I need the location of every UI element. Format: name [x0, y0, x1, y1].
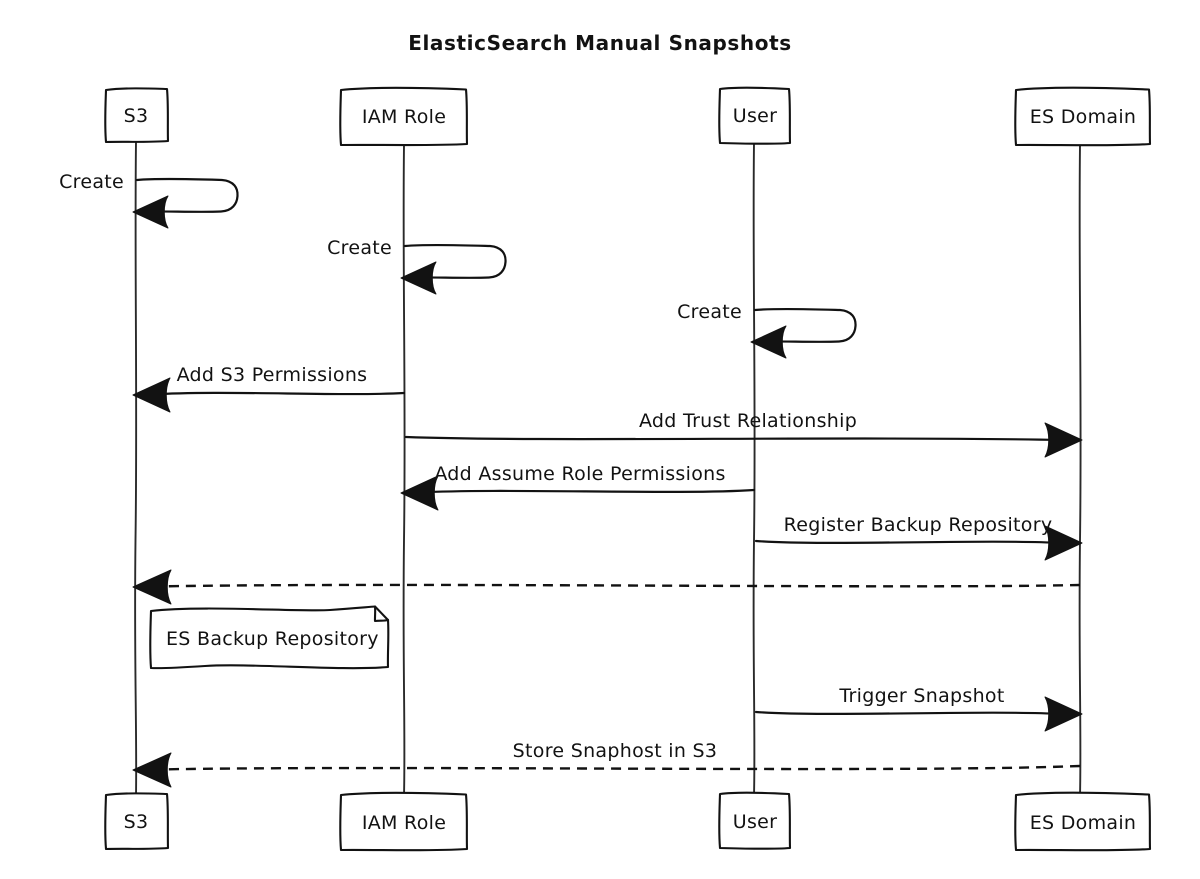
note-box-shape: [149, 605, 390, 670]
lifeline-s3: [134, 141, 138, 797]
note-folded-corner: [373, 605, 390, 623]
message-label: Create: [677, 301, 742, 323]
participant-box-shape: [339, 791, 469, 852]
participant-box-shape: [104, 87, 170, 144]
participant-box-s3-bottom[interactable]: S3: [104, 792, 170, 851]
participant-label-user: User: [733, 105, 778, 127]
participant-box-shape: [1014, 791, 1152, 852]
participant-box-shape: [718, 791, 792, 850]
arrow-head-right: [1044, 422, 1083, 458]
message-label: Add Trust Relationship: [639, 410, 857, 432]
message-label: Create: [59, 171, 124, 193]
participant-label-s3: S3: [124, 811, 149, 833]
message-es-to-s3-dashed-return[interactable]: [132, 569, 1081, 605]
arrow-head-right: [1044, 696, 1083, 732]
message-store-snapshot-in-s3[interactable]: Store Snaphost in S3: [132, 740, 1081, 788]
participant-box-shape: [1014, 86, 1152, 147]
participant-box-s3-top[interactable]: S3: [104, 87, 170, 144]
participant-boxes-top: S3 IAM Role User ES Domain: [104, 86, 1152, 147]
arrow-head-left: [132, 195, 169, 229]
arrow-head-left: [132, 569, 172, 605]
message-line: [150, 391, 406, 396]
message-self-loop-s3-create[interactable]: Create: [59, 171, 239, 229]
note-label: ES Backup Repository: [166, 628, 379, 650]
participant-label-s3: S3: [124, 105, 149, 127]
message-line: [754, 539, 1064, 545]
participant-box-shape: [104, 792, 170, 851]
diagram-title: ElasticSearch Manual Snapshots: [408, 31, 792, 55]
participant-label-user: User: [733, 811, 778, 833]
message-add-trust-relationship[interactable]: Add Trust Relationship: [404, 410, 1083, 458]
message-label: Add Assume Role Permissions: [434, 463, 725, 485]
participant-box-es-top[interactable]: ES Domain: [1014, 86, 1152, 147]
message-add-assume-role-permissions[interactable]: Add Assume Role Permissions: [400, 463, 756, 511]
message-line-dashed: [154, 583, 1081, 588]
arrow-head-left: [750, 325, 787, 359]
message-add-s3-permissions[interactable]: Add S3 Permissions: [132, 364, 406, 413]
message-line: [404, 435, 1064, 442]
participant-boxes-bottom: S3 IAM Role User ES Domain: [104, 791, 1152, 852]
lifeline-es: [1078, 144, 1082, 797]
message-line: [754, 710, 1064, 716]
participant-box-shape: [718, 86, 792, 145]
participant-box-user-bottom[interactable]: User: [718, 791, 792, 850]
self-loop-path: [753, 307, 857, 343]
arrow-head-left: [400, 475, 439, 511]
message-register-backup-repository[interactable]: Register Backup Repository: [754, 514, 1083, 561]
message-trigger-snapshot[interactable]: Trigger Snapshot: [754, 685, 1083, 732]
self-loop-path: [135, 177, 239, 213]
message-line: [418, 488, 756, 494]
message-label: Register Backup Repository: [784, 514, 1053, 536]
participant-box-shape: [339, 86, 469, 147]
lifeline-iam: [402, 144, 406, 797]
arrow-head-left: [132, 377, 171, 413]
arrow-head-left: [400, 261, 437, 295]
message-label: Store Snaphost in S3: [513, 740, 718, 762]
participant-label-iam: IAM Role: [362, 106, 446, 128]
message-self-loop-user-create[interactable]: Create: [677, 301, 857, 359]
participant-label-es: ES Domain: [1030, 106, 1137, 128]
lifeline-user: [752, 142, 756, 797]
lifelines-group: [134, 141, 1082, 797]
message-label: Create: [327, 237, 392, 259]
message-label: Add S3 Permissions: [177, 364, 368, 386]
note-es-backup-repository[interactable]: ES Backup Repository: [149, 605, 390, 670]
message-self-loop-iam-create[interactable]: Create: [327, 237, 507, 295]
participant-label-es: ES Domain: [1030, 812, 1137, 834]
participant-box-iam-top[interactable]: IAM Role: [339, 86, 469, 147]
arrow-head-right: [1044, 525, 1083, 561]
participant-box-es-bottom[interactable]: ES Domain: [1014, 791, 1152, 852]
self-loop-path: [403, 243, 507, 279]
message-label: Trigger Snapshot: [838, 685, 1004, 707]
participant-label-iam: IAM Role: [362, 812, 446, 834]
message-line-dashed: [154, 764, 1081, 771]
arrow-head-left: [132, 752, 172, 788]
participant-box-user-top[interactable]: User: [718, 86, 792, 145]
participant-box-iam-bottom[interactable]: IAM Role: [339, 791, 469, 852]
